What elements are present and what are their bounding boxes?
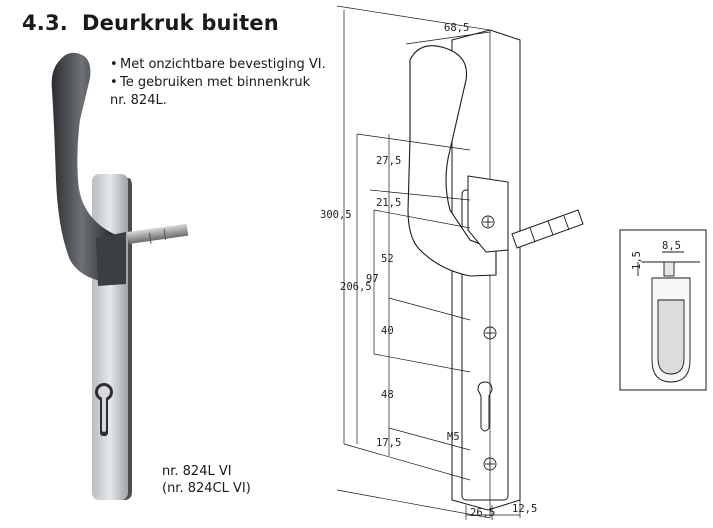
- detail-socket: [663, 261, 675, 277]
- feature-item: Te gebruiken met binnenkruk nr. 824L.: [110, 74, 332, 110]
- dim-48: 48: [381, 389, 394, 401]
- product-photo: [51, 52, 189, 500]
- dim-21: 21,5: [376, 197, 401, 209]
- drawing-spindle: [511, 209, 584, 249]
- feature-list: Met onzichtbare bevestiging VI. Te gebru…: [110, 56, 332, 110]
- back-plate: [92, 174, 128, 500]
- detail-depth-label: 1,5: [631, 251, 643, 270]
- dim-bottom-26: 26,5: [470, 507, 495, 519]
- technical-drawing: [336, 5, 584, 520]
- model-number: nr. 824L VI: [162, 464, 232, 479]
- cylinder-cutout: [95, 383, 113, 436]
- feature-text: Met onzichtbare bevestiging VI.: [120, 57, 326, 72]
- spindle: [127, 223, 189, 244]
- screw-bottom: [483, 457, 497, 471]
- lever: [407, 45, 497, 277]
- rose: [467, 175, 509, 253]
- detail-view: 8,5 1,5: [619, 229, 707, 391]
- detail-width-label: 8,5: [662, 240, 681, 252]
- section-heading: Deurkruk buiten: [81, 11, 279, 35]
- feature-item: Met onzichtbare bevestiging VI.: [110, 56, 332, 74]
- dim-40: 40: [381, 325, 394, 337]
- dim-screw: M5: [447, 431, 460, 443]
- screw-middle: [483, 326, 497, 340]
- dim-97: 97: [366, 273, 379, 285]
- detail-handle-recess: [657, 299, 685, 375]
- dim-total-height: 300,5: [320, 209, 352, 221]
- dim-17: 17,5: [376, 437, 401, 449]
- section-number: 4.3.: [22, 11, 68, 35]
- cylinder-hole: [477, 381, 493, 432]
- dimension-labels: 68,5 300,5 206,5 97 27,5 21,5 52 40 48 1…: [320, 22, 537, 519]
- feature-continuation: nr. 824L.: [110, 93, 167, 108]
- section-title: 4.3. Deurkruk buiten: [22, 11, 279, 35]
- dimension-lines: [343, 10, 521, 520]
- handle: [51, 52, 118, 284]
- screw-top: [481, 215, 495, 229]
- dim-plate-width: 68,5: [444, 22, 469, 34]
- alt-model-number: (nr. 824CL VI): [162, 481, 251, 496]
- dim-52: 52: [381, 253, 394, 265]
- dim-27: 27,5: [376, 155, 401, 167]
- dim-bottom-12: 12,5: [512, 503, 537, 515]
- product-caption: nr. 824L VI (nr. 824CL VI): [162, 463, 251, 497]
- feature-text: Te gebruiken met binnenkruk: [120, 75, 311, 90]
- handle-collar: [96, 232, 126, 286]
- dim-206: 206,5: [340, 281, 372, 293]
